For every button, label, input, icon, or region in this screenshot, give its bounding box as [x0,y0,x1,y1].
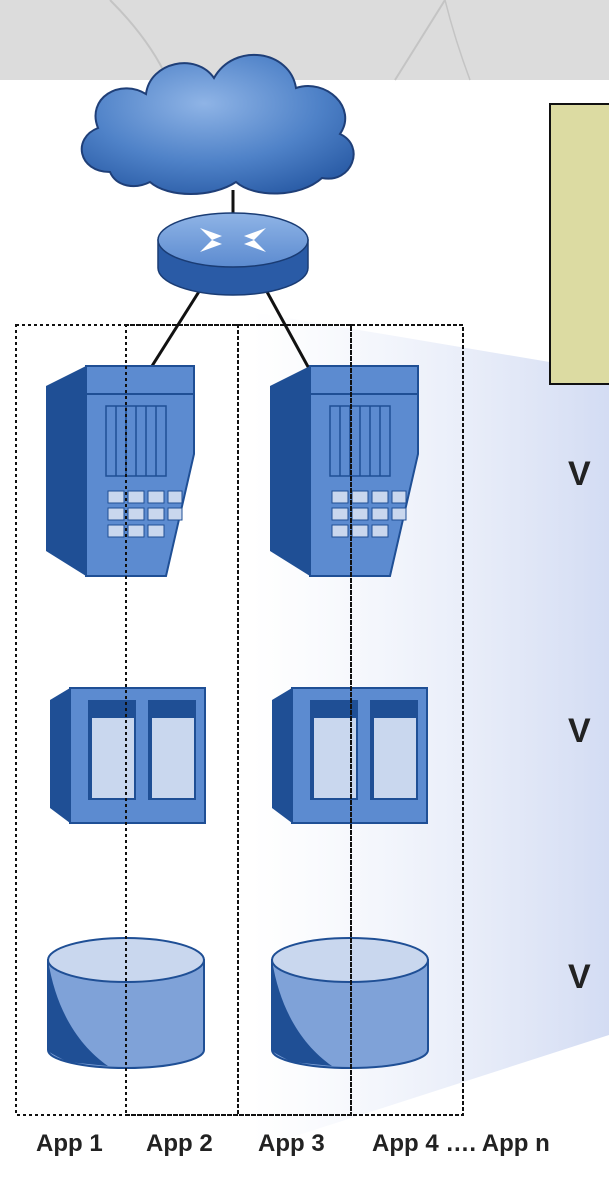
application-server-icon [272,687,428,824]
tier-label-db: V [568,958,591,996]
cloud-icon [80,53,355,195]
router-icon [157,212,309,296]
app-boundary-4 [350,324,464,1116]
app-label-3: App 3 [258,1130,325,1157]
application-server-icon [50,687,206,824]
app-label-2: App 2 [146,1130,213,1157]
tier-label-app: V [568,712,591,750]
app-label-4-to-n: App 4 …. App n [372,1130,550,1157]
app-label-1: App 1 [36,1130,103,1157]
app-boundaries [15,324,464,1116]
header-banner [0,0,609,81]
note-box [549,103,609,385]
server-tower-icon [270,365,419,577]
app-boundary-2 [125,324,352,1116]
tier-label-web: V [568,455,591,493]
server-tower-icon [46,365,195,577]
